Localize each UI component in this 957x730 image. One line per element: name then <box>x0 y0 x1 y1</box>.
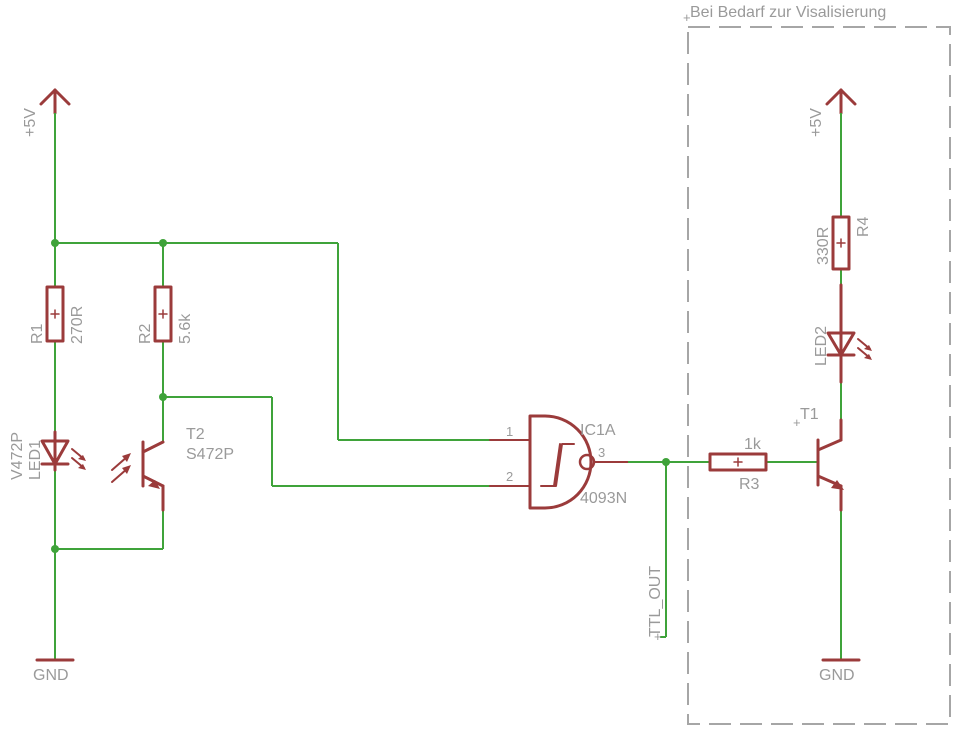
phototransistor-t2 <box>111 440 165 512</box>
r1-name: R1 <box>29 323 46 344</box>
r4-value: 330R <box>815 227 832 265</box>
junction-dot <box>159 393 167 401</box>
frame-cross: + <box>683 10 691 25</box>
ic1a-pin2: 2 <box>506 469 513 484</box>
ic1a-name: IC1A <box>580 422 616 439</box>
t2-name: T2 <box>186 426 205 443</box>
resistor-r1 <box>45 285 65 343</box>
junction-dot <box>51 239 59 247</box>
junction-dot <box>662 458 670 466</box>
t1-cross: + <box>793 415 801 430</box>
right-vcc-label: +5V <box>808 108 825 137</box>
left-vcc-symbol <box>39 88 71 115</box>
visualization-frame <box>687 26 951 725</box>
r2-value: 5.6k <box>177 313 194 344</box>
left-gnd-label: GND <box>33 667 69 684</box>
led2-name: LED2 <box>813 326 830 366</box>
r2-name: R2 <box>137 323 154 344</box>
junction-dot <box>51 545 59 553</box>
led1-name: LED1 <box>27 440 44 480</box>
resistor-r4 <box>831 215 851 271</box>
led2-symbol <box>826 283 872 384</box>
r3-name: R3 <box>739 476 760 493</box>
led1-symbol <box>40 430 86 472</box>
ic1a-pin3: 3 <box>598 445 605 460</box>
ic1a-value: 4093N <box>580 490 627 507</box>
left-wires <box>54 113 490 660</box>
transistor-t1 <box>816 418 844 512</box>
resistor-r3 <box>708 452 768 472</box>
r3-value: 1k <box>744 436 762 453</box>
led1-value: V472P <box>9 432 26 480</box>
ttl-out-cross: + <box>654 629 662 644</box>
right-gnd-label: GND <box>819 667 855 684</box>
t2-value: S472P <box>186 446 234 463</box>
resistor-r2 <box>153 285 173 343</box>
ic1a-pin1: 1 <box>506 424 513 439</box>
left-vcc-label: +5V <box>22 108 39 137</box>
right-vcc-symbol <box>825 88 857 115</box>
schmitt-nand-gate-ic1a <box>489 414 629 510</box>
frame-label: Bei Bedarf zur Visalisierung <box>690 4 886 21</box>
r4-name: R4 <box>855 216 872 237</box>
t1-name: T1 <box>800 406 819 423</box>
r1-value: 270R <box>69 306 86 344</box>
ttl-out-label: TTL_OUT <box>647 566 664 637</box>
junction-dot <box>159 239 167 247</box>
